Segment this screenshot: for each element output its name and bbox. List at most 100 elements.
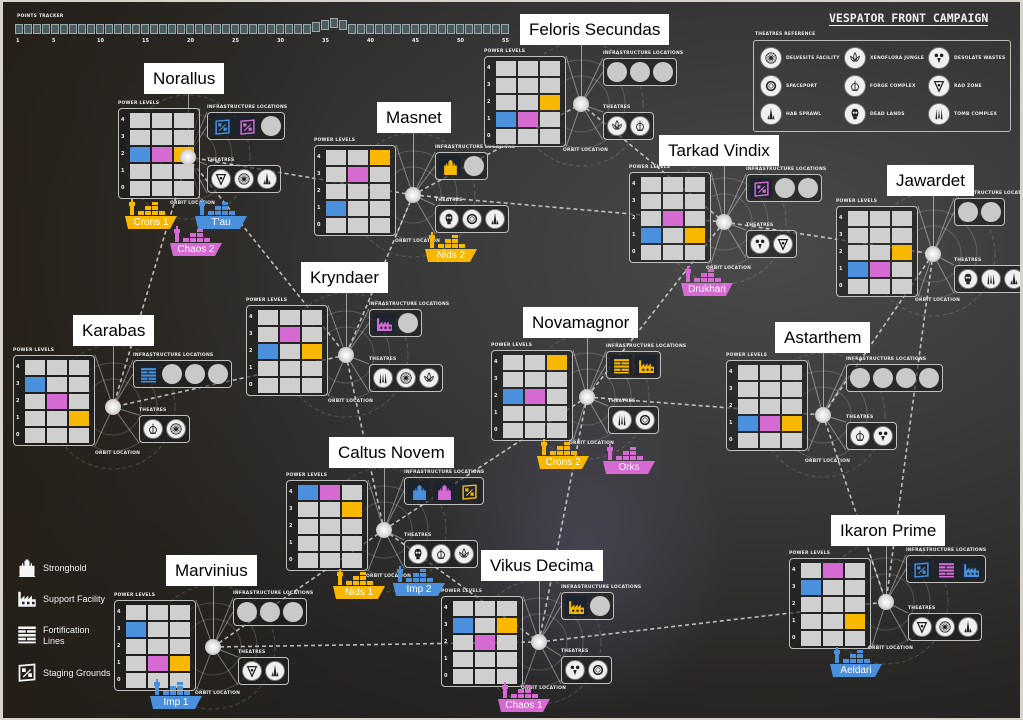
power-cell[interactable] [298, 502, 318, 517]
power-cell[interactable] [475, 652, 495, 667]
empty-infrastructure-slot[interactable] [398, 313, 418, 333]
power-cell[interactable] [25, 428, 45, 443]
tracker-box[interactable] [483, 24, 491, 34]
power-cell[interactable] [320, 536, 340, 551]
radzone-icon[interactable] [211, 169, 231, 189]
power-cell[interactable] [540, 61, 560, 76]
power-cell[interactable] [503, 355, 523, 370]
power-cell[interactable] [823, 580, 843, 595]
fleet-token[interactable]: Drukhari [679, 264, 735, 296]
power-marker-blue[interactable] [25, 377, 45, 392]
tracker-box[interactable] [294, 24, 302, 34]
tracker-box[interactable] [96, 24, 104, 34]
tracker-box[interactable] [132, 24, 140, 34]
delvesite-icon[interactable] [935, 617, 955, 637]
orbit-hub[interactable] [531, 634, 547, 650]
tracker-box[interactable] [69, 24, 77, 34]
spaceport-icon[interactable] [462, 209, 482, 229]
power-cell[interactable] [540, 112, 560, 127]
power-cell[interactable] [845, 597, 865, 612]
power-cell[interactable] [25, 360, 45, 375]
power-cell[interactable] [342, 536, 362, 551]
tracker-box[interactable] [168, 24, 176, 34]
power-marker-blue[interactable] [801, 580, 821, 595]
power-marker-yellow[interactable] [782, 416, 802, 431]
power-marker-yellow[interactable] [540, 95, 560, 110]
power-cell[interactable] [348, 184, 368, 199]
power-marker-yellow[interactable] [497, 618, 517, 633]
empty-infrastructure-slot[interactable] [208, 364, 228, 384]
stronghold-pink-icon[interactable] [433, 481, 455, 501]
power-cell[interactable] [280, 310, 300, 325]
tracker-box[interactable] [114, 24, 122, 34]
orbit-hub[interactable] [579, 389, 595, 405]
power-cell[interactable] [760, 365, 780, 380]
power-cell[interactable] [845, 631, 865, 646]
empty-infrastructure-slot[interactable] [260, 602, 280, 622]
power-cell[interactable] [848, 228, 868, 243]
orbit-hub[interactable] [105, 399, 121, 415]
tracker-box[interactable] [258, 24, 266, 34]
power-cell[interactable] [170, 673, 190, 688]
power-cell[interactable] [848, 245, 868, 260]
staging-blue-icon[interactable] [910, 559, 932, 579]
empty-infrastructure-slot[interactable] [464, 156, 484, 176]
power-cell[interactable] [280, 361, 300, 376]
orbit-hub[interactable] [205, 639, 221, 655]
power-marker-blue[interactable] [503, 389, 523, 404]
power-cell[interactable] [148, 639, 168, 654]
power-cell[interactable] [148, 622, 168, 637]
power-cell[interactable] [130, 164, 150, 179]
empty-infrastructure-slot[interactable] [981, 202, 1001, 222]
power-cell[interactable] [326, 218, 346, 233]
power-cell[interactable] [126, 673, 146, 688]
power-cell[interactable] [663, 194, 683, 209]
power-cell[interactable] [738, 433, 758, 448]
empty-infrastructure-slot[interactable] [896, 368, 916, 388]
planet-name[interactable]: Tarkad Vindix [659, 135, 779, 166]
power-cell[interactable] [801, 597, 821, 612]
power-marker-pink[interactable] [760, 416, 780, 431]
tracker-box[interactable] [105, 24, 113, 34]
tracker-box[interactable] [321, 20, 329, 30]
planet-name[interactable]: Kryndaer [301, 262, 388, 293]
power-cell[interactable] [760, 433, 780, 448]
power-marker-pink[interactable] [348, 167, 368, 182]
power-cell[interactable] [47, 377, 67, 392]
power-cell[interactable] [69, 394, 89, 409]
power-cell[interactable] [496, 78, 516, 93]
power-cell[interactable] [547, 372, 567, 387]
xenoflora-icon[interactable] [607, 116, 627, 136]
tracker-box[interactable] [447, 24, 455, 34]
empty-infrastructure-slot[interactable] [607, 62, 627, 82]
radzone-icon[interactable] [912, 617, 932, 637]
power-cell[interactable] [370, 201, 390, 216]
power-cell[interactable] [348, 218, 368, 233]
power-cell[interactable] [525, 406, 545, 421]
power-marker-pink[interactable] [823, 563, 843, 578]
power-marker-pink[interactable] [280, 327, 300, 342]
power-cell[interactable] [496, 61, 516, 76]
power-cell[interactable] [782, 365, 802, 380]
planet-name[interactable]: Karabas [73, 315, 155, 346]
power-cell[interactable] [518, 95, 538, 110]
power-cell[interactable] [370, 184, 390, 199]
tracker-box[interactable] [303, 24, 311, 34]
power-cell[interactable] [782, 433, 802, 448]
power-cell[interactable] [348, 150, 368, 165]
tracker-box[interactable] [195, 24, 203, 34]
tracker-box[interactable] [501, 24, 509, 34]
power-cell[interactable] [782, 382, 802, 397]
power-cell[interactable] [801, 631, 821, 646]
power-cell[interactable] [453, 601, 473, 616]
habsprawl-icon[interactable] [257, 169, 277, 189]
tracker-box[interactable] [186, 24, 194, 34]
tracker-box[interactable] [141, 24, 149, 34]
power-cell[interactable] [47, 360, 67, 375]
forge-icon[interactable] [630, 116, 650, 136]
tracker-box[interactable] [420, 24, 428, 34]
power-cell[interactable] [148, 605, 168, 620]
orbit-hub[interactable] [405, 187, 421, 203]
power-cell[interactable] [342, 553, 362, 568]
tracker-box[interactable] [249, 24, 257, 34]
